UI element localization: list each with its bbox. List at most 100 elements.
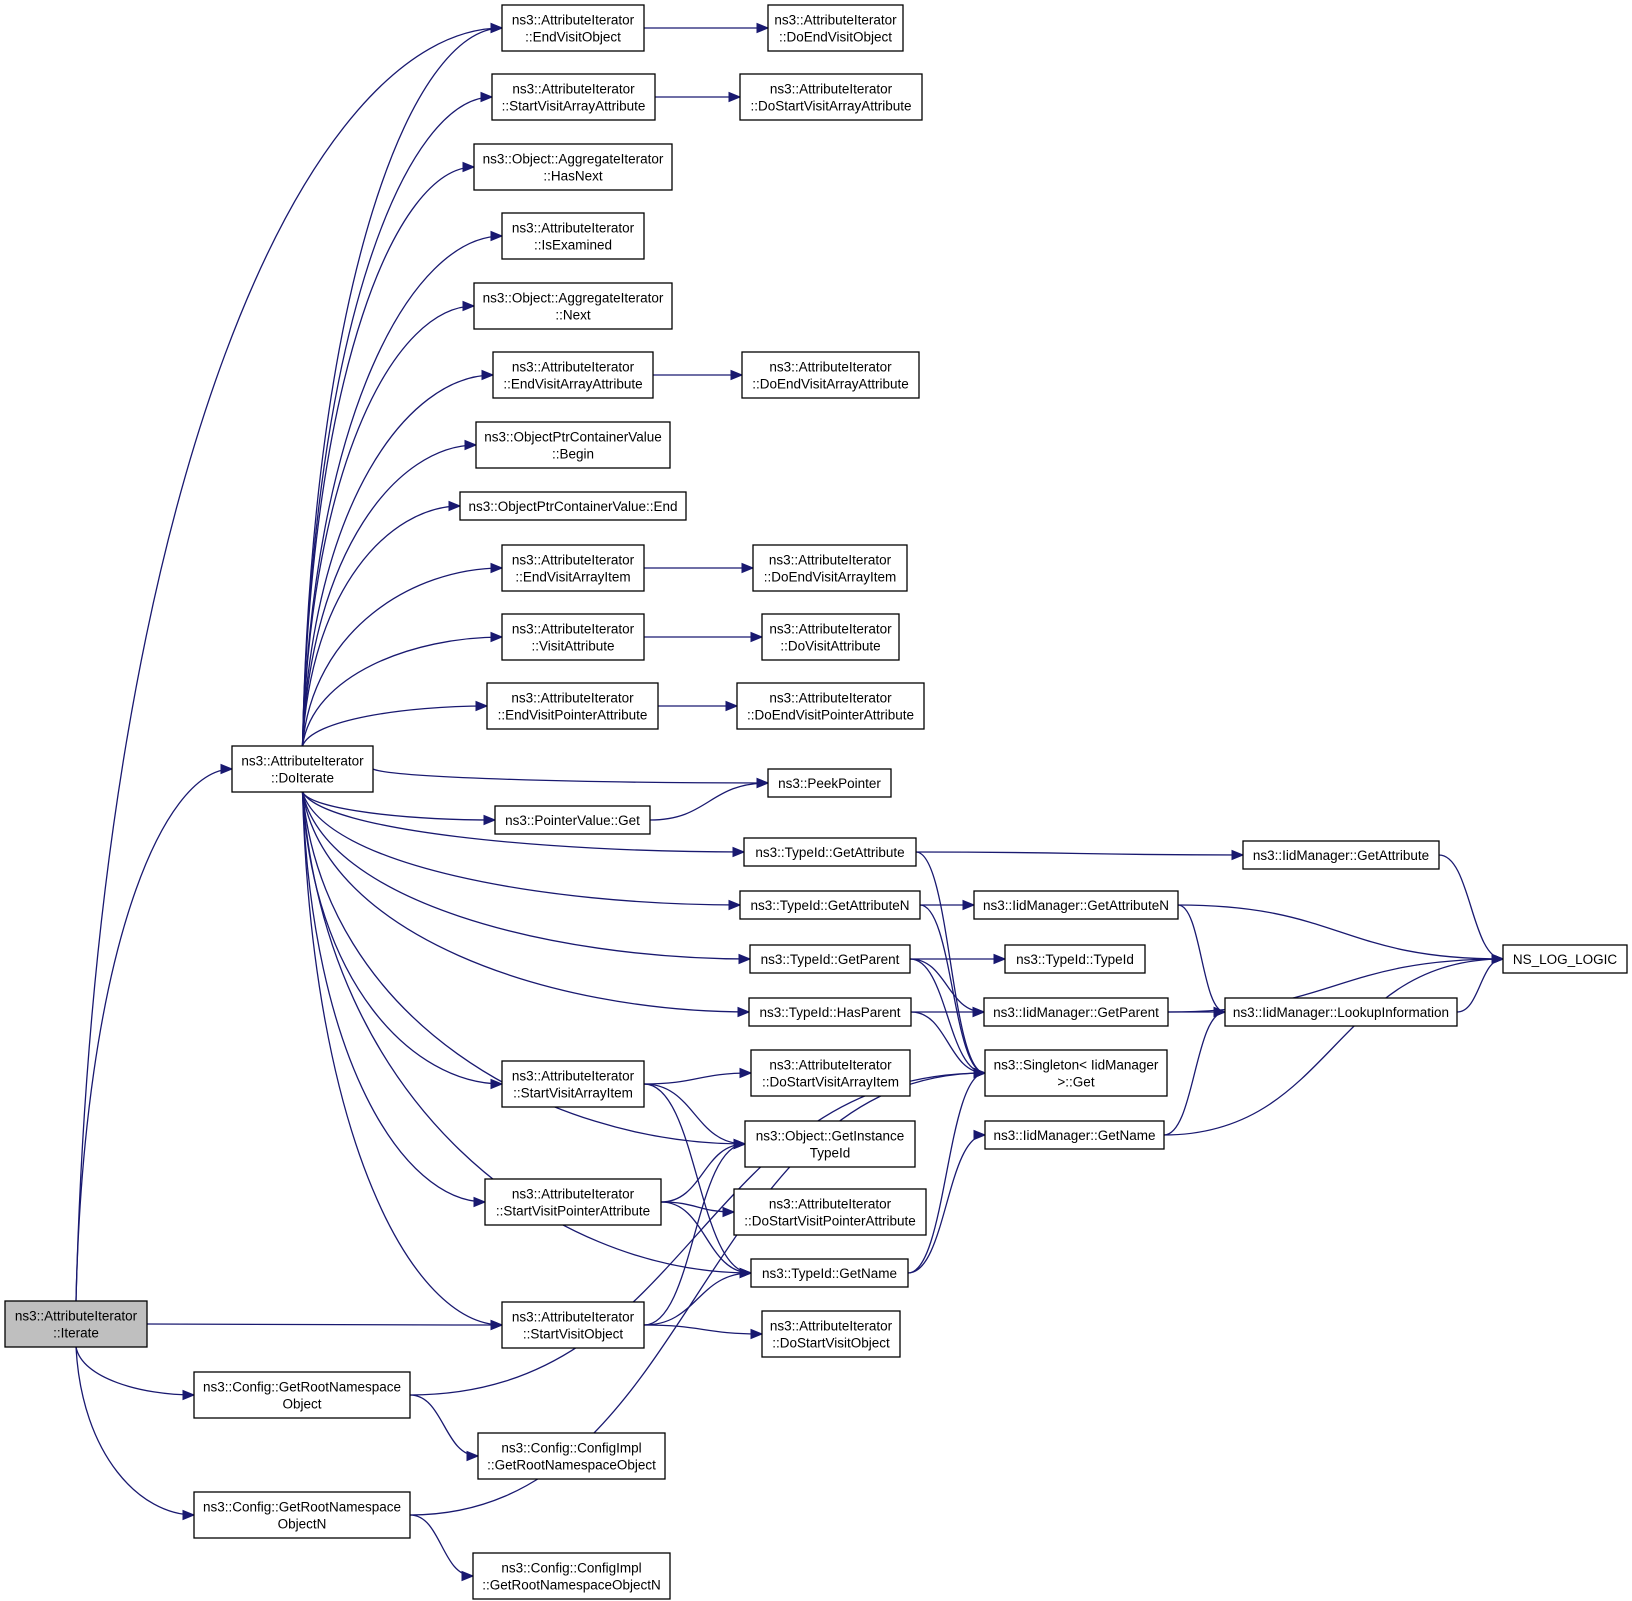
node-label: ns3::Config::GetRootNamespace	[203, 1380, 401, 1395]
node-label: ns3::AttributeIterator	[769, 360, 892, 375]
node-implgetrootnsobjectn[interactable]: ns3::Config::ConfigImpl::GetRootNamespac…	[472, 1552, 671, 1600]
node-doendvisitobject[interactable]: ns3::AttributeIterator::DoEndVisitObject	[767, 4, 904, 52]
node-label: >::Get	[1057, 1075, 1094, 1090]
edge-doiterate-typeidhasparent	[301, 791, 751, 1018]
node-label: ns3::AttributeIterator	[769, 622, 892, 637]
node-dostartvisitarrayitem[interactable]: ns3::AttributeIterator::DoStartVisitArra…	[750, 1049, 911, 1097]
node-endvisitarrayattr[interactable]: ns3::AttributeIterator::EndVisitArrayAtt…	[492, 351, 654, 399]
node-label: ::DoEndVisitArrayAttribute	[752, 377, 909, 392]
node-begin[interactable]: ns3::ObjectPtrContainerValue::Begin	[475, 421, 671, 469]
edge-iterate-startvisitobject	[146, 1319, 504, 1331]
node-label: ns3::AttributeIterator	[770, 82, 893, 97]
node-doendvisitpointerattr[interactable]: ns3::AttributeIterator::DoEndVisitPointe…	[736, 682, 925, 730]
node-iterate[interactable]: ns3::AttributeIterator::Iterate	[4, 1300, 148, 1348]
edge-iterate-endvisitobject	[75, 22, 504, 1302]
node-endvisitpointerattr[interactable]: ns3::AttributeIterator::EndVisitPointerA…	[486, 682, 659, 730]
edge-doiterate-typeidgetparent	[301, 791, 752, 965]
node-typeidgetattributen[interactable]: ns3::TypeId::GetAttributeN	[739, 890, 921, 920]
node-label: ns3::AttributeIterator	[511, 691, 634, 706]
node-label: ns3::AttributeIterator	[15, 1309, 138, 1324]
node-iidgetparent[interactable]: ns3::IidManager::GetParent	[983, 997, 1169, 1027]
node-label: ns3::TypeId::TypeId	[1016, 952, 1134, 967]
node-getrootnsobjectn[interactable]: ns3::Config::GetRootNamespaceObjectN	[193, 1491, 411, 1539]
node-label: ns3::AttributeIterator	[769, 1197, 892, 1212]
node-label: ns3::IidManager::LookupInformation	[1233, 1005, 1449, 1020]
edge-doiterate-endvisitobject	[301, 22, 504, 747]
node-iidgetname[interactable]: ns3::IidManager::GetName	[984, 1120, 1165, 1150]
edge-startvisitarrayitem-getinstancetypeid	[643, 1083, 747, 1150]
node-label: ::HasNext	[543, 169, 603, 184]
node-doiterate[interactable]: ns3::AttributeIterator::DoIterate	[231, 745, 374, 793]
edge-iterate-getrootnsobjectn	[75, 1346, 196, 1521]
node-label: ::EndVisitArrayAttribute	[503, 377, 642, 392]
node-label: ns3::IidManager::GetAttributeN	[983, 898, 1169, 913]
node-next[interactable]: ns3::Object::AggregateIterator::Next	[473, 282, 673, 330]
node-endvisitobject[interactable]: ns3::AttributeIterator::EndVisitObject	[501, 4, 645, 52]
node-label: ns3::PointerValue::Get	[505, 813, 640, 828]
node-label: ::DoStartVisitArrayAttribute	[750, 99, 911, 114]
node-label: ::StartVisitObject	[523, 1327, 624, 1342]
edge-iidgetattributen-iidlookup	[1177, 904, 1227, 1018]
edge-doiterate-hasnext	[301, 161, 476, 747]
node-label: ns3::AttributeIterator	[770, 1319, 893, 1334]
node-label: ObjectN	[278, 1517, 327, 1532]
node-typeidgetname[interactable]: ns3::TypeId::GetName	[750, 1258, 909, 1288]
node-nsloglogic[interactable]: NS_LOG_LOGIC	[1502, 944, 1628, 974]
node-dostartvisitarrayattr[interactable]: ns3::AttributeIterator::DoStartVisitArra…	[739, 73, 923, 121]
call-edges	[75, 22, 1505, 1582]
node-startvisitpointerattr[interactable]: ns3::AttributeIterator::StartVisitPointe…	[484, 1178, 662, 1226]
node-label: ::DoStartVisitPointerAttribute	[744, 1214, 916, 1229]
edge-startvisitobject-typeidgetname	[643, 1267, 753, 1326]
node-iidlookup[interactable]: ns3::IidManager::LookupInformation	[1224, 997, 1458, 1027]
node-label: ::DoEndVisitPointerAttribute	[747, 708, 914, 723]
node-singletonget[interactable]: ns3::Singleton< IidManager>::Get	[984, 1049, 1168, 1097]
node-visitattribute[interactable]: ns3::AttributeIterator::VisitAttribute	[501, 613, 645, 661]
node-dostartvisitobject[interactable]: ns3::AttributeIterator::DoStartVisitObje…	[761, 1310, 901, 1358]
node-dostartvisitpointerattr[interactable]: ns3::AttributeIterator::DoStartVisitPoin…	[733, 1188, 927, 1236]
node-peekpointer[interactable]: ns3::PeekPointer	[767, 768, 892, 798]
node-isexamined[interactable]: ns3::AttributeIterator::IsExamined	[501, 212, 645, 260]
edge-doiterate-startvisitarrayattr	[301, 91, 494, 747]
node-startvisitarrayitem[interactable]: ns3::AttributeIterator::StartVisitArrayI…	[501, 1060, 645, 1108]
node-pointervalueget[interactable]: ns3::PointerValue::Get	[494, 805, 651, 835]
node-label: ::DoEndVisitObject	[779, 30, 892, 45]
node-getrootnsobject[interactable]: ns3::Config::GetRootNamespaceObject	[193, 1371, 411, 1419]
edge-typeidgetattributen-singletonget	[919, 904, 987, 1079]
edge-endvisitarrayitem-doendvisitarrayitem	[644, 562, 755, 574]
edge-doiterate-endvisitarrayitem	[301, 562, 504, 747]
node-label: ::DoVisitAttribute	[780, 639, 880, 654]
node-label: ns3::TypeId::GetAttributeN	[750, 898, 909, 913]
node-doendvisitarrayattr[interactable]: ns3::AttributeIterator::DoEndVisitArrayA…	[741, 351, 920, 399]
node-typeidhasparent[interactable]: ns3::TypeId::HasParent	[748, 997, 912, 1027]
node-typeidtypeid[interactable]: ns3::TypeId::TypeId	[1004, 944, 1146, 974]
node-label: ns3::TypeId::HasParent	[759, 1005, 900, 1020]
node-label: ::GetRootNamespaceObjectN	[482, 1578, 661, 1593]
node-label: ns3::AttributeIterator	[512, 1310, 635, 1325]
node-dovisitattribute[interactable]: ns3::AttributeIterator::DoVisitAttribute	[761, 613, 900, 661]
node-typeidgetattribute[interactable]: ns3::TypeId::GetAttribute	[743, 837, 917, 867]
edge-endvisitpointerattr-doendvisitpointerattr	[658, 700, 739, 712]
node-end[interactable]: ns3::ObjectPtrContainerValue::End	[459, 491, 687, 521]
node-label: ns3::AttributeIterator	[769, 691, 892, 706]
edge-doiterate-end	[301, 500, 462, 747]
node-endvisitarrayitem[interactable]: ns3::AttributeIterator::EndVisitArrayIte…	[501, 544, 645, 592]
edge-startvisitobject-getinstancetypeid	[643, 1138, 747, 1326]
node-label: ns3::ObjectPtrContainerValue::End	[468, 499, 677, 514]
node-label: ::Iterate	[53, 1326, 99, 1341]
node-label: ::StartVisitArrayAttribute	[502, 99, 646, 114]
node-iidgetattribute[interactable]: ns3::IidManager::GetAttribute	[1242, 840, 1440, 870]
node-label: ns3::AttributeIterator	[512, 13, 635, 28]
node-label: ns3::IidManager::GetAttribute	[1253, 848, 1429, 863]
call-nodes: ns3::AttributeIterator::Iteratens3::Attr…	[4, 4, 1628, 1600]
node-doendvisitarrayitem[interactable]: ns3::AttributeIterator::DoEndVisitArrayI…	[752, 544, 908, 592]
edge-startvisitarrayattr-dostartvisitarrayattr	[654, 91, 742, 103]
node-startvisitobject[interactable]: ns3::AttributeIterator::StartVisitObject	[501, 1301, 645, 1349]
node-startvisitarrayattr[interactable]: ns3::AttributeIterator::StartVisitArrayA…	[491, 73, 656, 121]
node-label: ::EndVisitObject	[525, 30, 621, 45]
node-implgetrootnsobject[interactable]: ns3::Config::ConfigImpl::GetRootNamespac…	[477, 1432, 666, 1480]
node-label: ns3::AttributeIterator	[769, 1058, 892, 1073]
node-hasnext[interactable]: ns3::Object::AggregateIterator::HasNext	[473, 143, 673, 191]
node-typeidgetparent[interactable]: ns3::TypeId::GetParent	[749, 944, 911, 974]
node-iidgetattributen[interactable]: ns3::IidManager::GetAttributeN	[973, 890, 1179, 920]
